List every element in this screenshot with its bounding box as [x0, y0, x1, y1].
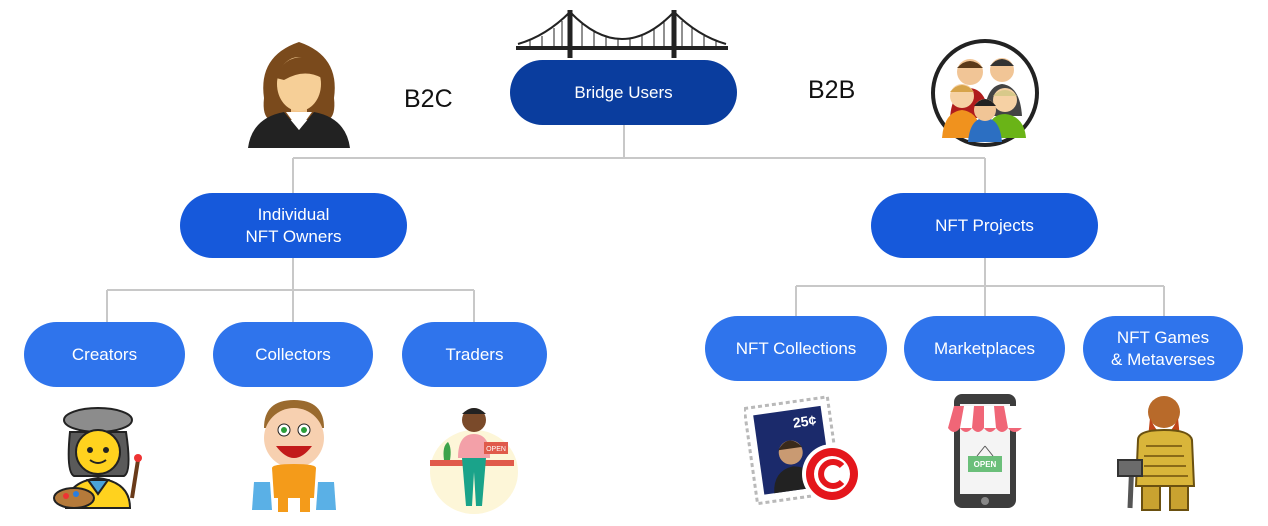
leaf-node-label: Creators	[71, 344, 138, 364]
leaf-node-collectors: Collectors	[213, 322, 373, 387]
artist-icon	[53, 407, 142, 509]
leaf-node-label: Collectors	[255, 344, 331, 364]
branch-node-label: Individual NFT Owners	[245, 204, 342, 246]
branch-node-nft-projects: NFT Projects	[871, 193, 1098, 258]
root-node-bridge-users: Bridge Users	[510, 60, 737, 125]
group-of-people-icon	[931, 39, 1039, 147]
leaf-node-label: NFT Games & Metaverses	[1111, 327, 1215, 369]
armored-warrior-icon	[1117, 396, 1196, 511]
segment-label-b2c: B2C	[404, 85, 453, 113]
shop-sign-text: OPEN	[486, 446, 506, 453]
leaf-node-marketplaces: Marketplaces	[904, 316, 1065, 381]
leaf-node-label: Marketplaces	[933, 338, 1036, 358]
stamp-value-text: 25¢	[792, 412, 818, 431]
segment-label-b2b: B2B	[808, 76, 856, 104]
leaf-node-nft-games-metaverses: NFT Games & Metaverses	[1083, 316, 1243, 381]
leaf-node-traders: Traders	[402, 322, 547, 387]
root-node-label: Bridge Users	[574, 82, 673, 102]
leaf-node-label: Traders	[445, 344, 504, 364]
stamp-copyright-icon: 25¢	[744, 395, 862, 506]
leaf-node-creators: Creators	[24, 322, 185, 387]
woman-avatar-icon	[248, 42, 350, 148]
suspension-bridge-icon	[516, 10, 728, 58]
leaf-node-label: NFT Collections	[735, 338, 857, 358]
collector-shopping-icon	[252, 400, 336, 512]
branch-node-individual-nft-owners: Individual NFT Owners	[180, 193, 407, 258]
shopkeeper-icon: OPEN	[430, 408, 518, 514]
branch-node-label: NFT Projects	[935, 215, 1034, 235]
phone-storefront-icon: OPEN	[948, 394, 1022, 508]
leaf-node-nft-collections: NFT Collections	[705, 316, 887, 381]
open-sign-text: OPEN	[974, 460, 997, 469]
